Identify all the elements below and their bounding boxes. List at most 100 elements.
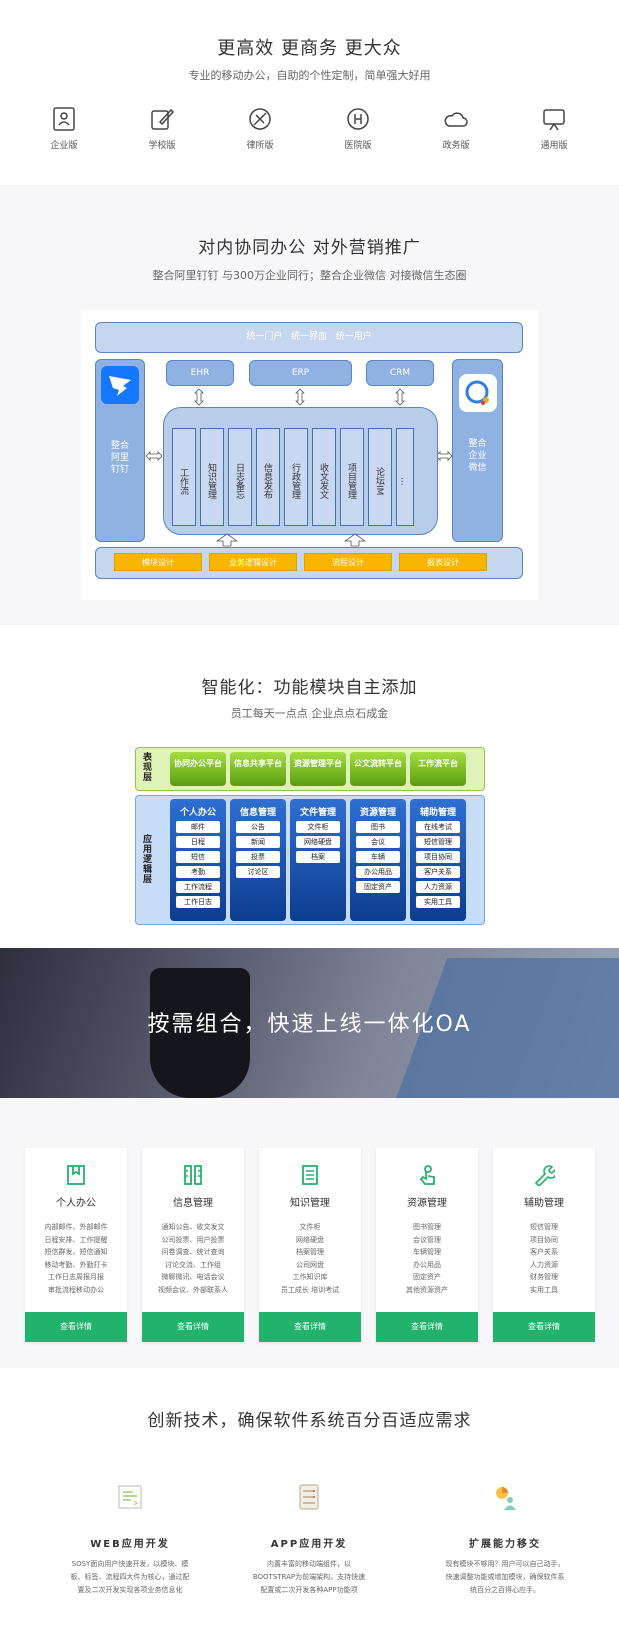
card-line: 审批流程移动办公 bbox=[48, 1285, 104, 1294]
card-line: 工作日志周报月报 bbox=[48, 1273, 104, 1281]
column-item: 车辆 bbox=[356, 851, 400, 863]
section-integration: 对内协同办公 对外营销推广 整合阿里钉钉 与300万企业同行；整合企业微信 对接… bbox=[0, 185, 619, 625]
view-details-button[interactable]: 查看详情 bbox=[142, 1312, 244, 1342]
platform-box: 资源管理平台 bbox=[290, 752, 346, 786]
wecom-panel: 整合企业微信 bbox=[452, 359, 503, 542]
feature-title: APP应用开发 bbox=[270, 1539, 348, 1550]
card-line: 内部邮件、外部邮件 bbox=[44, 1223, 108, 1231]
system-erp: ERP bbox=[249, 360, 352, 386]
dingtalk-logo bbox=[101, 366, 139, 404]
up-arrow bbox=[344, 533, 366, 547]
section-subtitle: 员工每天一点点 企业点点石成金 bbox=[230, 707, 389, 720]
scale-icon bbox=[249, 108, 271, 130]
version-hospital[interactable]: 医院版 bbox=[323, 106, 393, 151]
card-line: 档案管理 bbox=[296, 1248, 324, 1256]
version-general[interactable]: 通用版 bbox=[519, 106, 589, 151]
card-line: 财务管理 bbox=[530, 1273, 558, 1281]
card-title: 个人办公 bbox=[56, 1198, 96, 1209]
column-item: 档案 bbox=[296, 851, 340, 863]
feature-title: WEB应用开发 bbox=[90, 1539, 170, 1550]
section-versions: 更高效 更商务 更大众 专业的移动办公，自助的个性定制，简单强大好用 企业版 学… bbox=[0, 0, 619, 185]
version-school[interactable]: 学校版 bbox=[127, 106, 197, 151]
card-line: 公司网盘 bbox=[296, 1260, 324, 1269]
design-report: 报表设计 bbox=[399, 553, 487, 571]
user-chart-icon bbox=[496, 1487, 516, 1510]
column-item: 人力资源 bbox=[416, 881, 460, 893]
card-line: 项目协同 bbox=[530, 1235, 558, 1244]
presentation-label: 表现层 bbox=[143, 753, 153, 783]
card-line: 短信群发、短信通知 bbox=[44, 1248, 108, 1256]
module-card: 信息管理 通知公告、收文发文 公司投票、用户投票 问卷调查、统计查询 讨论交流、… bbox=[142, 1148, 244, 1342]
column-item: 工作流程 bbox=[176, 881, 220, 893]
platform-box: 信息共享平台 bbox=[230, 752, 286, 786]
card-line: 问卷调查、统计查询 bbox=[161, 1248, 225, 1256]
section-title: 对内协同办公 对外营销推广 bbox=[198, 238, 421, 258]
card-line: 人力资源 bbox=[530, 1260, 558, 1269]
feature-line: 现有模块不够用？用户可以自己动手， bbox=[445, 1560, 565, 1568]
column-item: 客户关系 bbox=[416, 866, 460, 878]
section-title: 更高效 更商务 更大众 bbox=[217, 38, 402, 59]
card-line: 微聊微讯、电话会议 bbox=[161, 1273, 225, 1281]
view-details-button[interactable]: 查看详情 bbox=[493, 1312, 595, 1342]
wrench-icon bbox=[534, 1165, 555, 1186]
section-modules: 个人办公 内部邮件、外部邮件 日程安排、工作提醒 短信群发、短信通知 移动考勤、… bbox=[0, 1098, 619, 1368]
feature-line: 统百分之百得心应手。 bbox=[470, 1586, 540, 1594]
column-item: 项目协同 bbox=[416, 851, 460, 863]
design-module: 模块设计 bbox=[114, 553, 202, 571]
feature-web: WEB应用开发 SOSY面向用户快速开发，以模块、模 板、标签、流程四大件为核心… bbox=[45, 1483, 215, 1597]
version-government[interactable]: 政务版 bbox=[421, 106, 491, 151]
version-label: 政务版 bbox=[442, 141, 470, 151]
banner-text: 按需组合，快速上线一体化OA bbox=[147, 1012, 472, 1037]
version-label: 学校版 bbox=[148, 141, 176, 151]
dingtalk-label: 整合阿里钉钉 bbox=[110, 441, 129, 475]
column-item: 工作日志 bbox=[176, 896, 220, 908]
wecom-logo bbox=[458, 374, 497, 412]
card-line: 视频会议、外部联系人 bbox=[158, 1285, 228, 1294]
view-details-button[interactable]: 查看详情 bbox=[259, 1312, 361, 1342]
view-details-button[interactable]: 查看详情 bbox=[376, 1312, 478, 1342]
column-item: 讨论区 bbox=[236, 866, 280, 878]
module-column: 收文发文 bbox=[312, 428, 336, 526]
card-line: 员工成长 培训考试 bbox=[280, 1285, 340, 1294]
module-column: 工作流 bbox=[172, 428, 196, 526]
version-law[interactable]: 律所版 bbox=[225, 106, 295, 151]
system-crm: CRM bbox=[366, 360, 434, 386]
design-logic: 业务逻辑设计 bbox=[209, 553, 297, 571]
unified-portal-bar: 统一门户 统一界面 统一用户 bbox=[95, 322, 523, 353]
vertical-arrow bbox=[194, 388, 204, 406]
id-card-icon bbox=[53, 107, 75, 131]
module-card: 知识管理 文件柜 网络硬盘 档案管理 公司网盘 工作知识库 员工成长 培训考试 … bbox=[259, 1148, 361, 1342]
logic-column: 个人办公 邮件 日程 短信 考勤 工作流程 工作日志 bbox=[170, 799, 226, 921]
wecom-label: 整合企业微信 bbox=[468, 439, 487, 473]
section-innovation: 创新技术，确保软件系统百分百适应需求 WEB应用开发 SOSY面向用户快速开发，… bbox=[0, 1368, 619, 1635]
feature-line: BOOTSTRAP为前端架构，支持快速 bbox=[252, 1573, 366, 1581]
column-item: 文件柜 bbox=[296, 821, 340, 833]
card-line: 实用工具 bbox=[530, 1285, 558, 1294]
version-label: 医院版 bbox=[344, 141, 372, 151]
section-subtitle: 专业的移动办公，自助的个性定制，简单强大好用 bbox=[188, 69, 431, 82]
logic-column: 信息管理 公告 新闻 投票 讨论区 bbox=[230, 799, 286, 921]
column-item: 公告 bbox=[236, 821, 280, 833]
card-line: 客户关系 bbox=[530, 1248, 558, 1256]
module-column: 论坛IM bbox=[368, 428, 392, 526]
card-line: 移动考勤、外勤打卡 bbox=[44, 1260, 108, 1269]
section-smart: 智能化：功能模块自主添加 员工每天一点点 企业点点石成金 表现层 协同办公平台 … bbox=[0, 625, 619, 948]
column-item: 网络硬盘 bbox=[296, 836, 340, 848]
column-item: 考勤 bbox=[176, 866, 220, 878]
card-line: 短信管理 bbox=[530, 1223, 558, 1231]
version-enterprise[interactable]: 企业版 bbox=[29, 106, 99, 151]
card-title: 资源管理 bbox=[407, 1198, 447, 1209]
card-line: 图书管理 bbox=[413, 1223, 441, 1231]
hospital-icon bbox=[347, 108, 369, 130]
card-line: 办公用品 bbox=[413, 1260, 441, 1269]
view-details-button[interactable]: 查看详情 bbox=[25, 1312, 127, 1342]
version-label: 企业版 bbox=[50, 141, 78, 151]
dingtalk-panel: 整合阿里钉钉 bbox=[95, 359, 145, 542]
monitor-icon bbox=[543, 109, 565, 131]
section-title: 智能化：功能模块自主添加 bbox=[201, 678, 418, 698]
feature-extend: 扩展能力移交 现有模块不够用？用户可以自己动手， 快速调整功能或增加模块，确保软… bbox=[420, 1483, 590, 1597]
feature-line: 内置丰富的移动端组件，以 bbox=[267, 1560, 351, 1568]
module-column: ··· bbox=[396, 428, 414, 526]
platform-box: 工作流平台 bbox=[410, 752, 466, 786]
column-item: 固定资产 bbox=[356, 881, 400, 893]
